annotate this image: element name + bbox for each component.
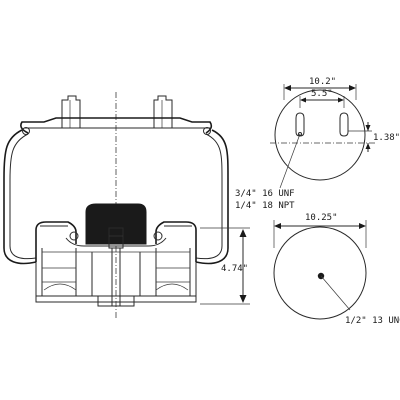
bottom-diameter-label: 10.25" (305, 213, 338, 223)
top-inner-dimension-label: 5.5" (311, 89, 333, 99)
lower-bead (35, 221, 197, 262)
height-label: 4.74" (221, 264, 248, 274)
top-offset-label: 1.38" (373, 133, 400, 143)
air-fitting-leader (279, 133, 301, 189)
top-stud-slot-left (295, 112, 305, 137)
air-fitting-callout-line2: 1/4" 18 NPT (235, 201, 295, 211)
top-view: 10.2" 5.5" 1.38" (270, 77, 400, 189)
bottom-thread-callout: 1/2" 13 UNC (345, 316, 400, 326)
internal-bumper (85, 203, 147, 245)
bottom-view: 10.25" (273, 213, 367, 320)
piston (35, 248, 197, 307)
top-outer-dimension-label: 10.2" (309, 77, 336, 87)
height-dimension: 4.74" (200, 227, 250, 305)
rubber-bellow (3, 129, 229, 265)
top-mounting-studs (61, 95, 173, 128)
top-plate-circle (274, 89, 366, 181)
top-stud-slot-right (339, 112, 349, 137)
air-fitting-callout-line1: 3/4" 16 UNF (235, 189, 295, 199)
side-view: 4.74" (3, 92, 250, 318)
bottom-plate-circle (273, 226, 367, 320)
bottom-thread-leader (320, 275, 351, 311)
